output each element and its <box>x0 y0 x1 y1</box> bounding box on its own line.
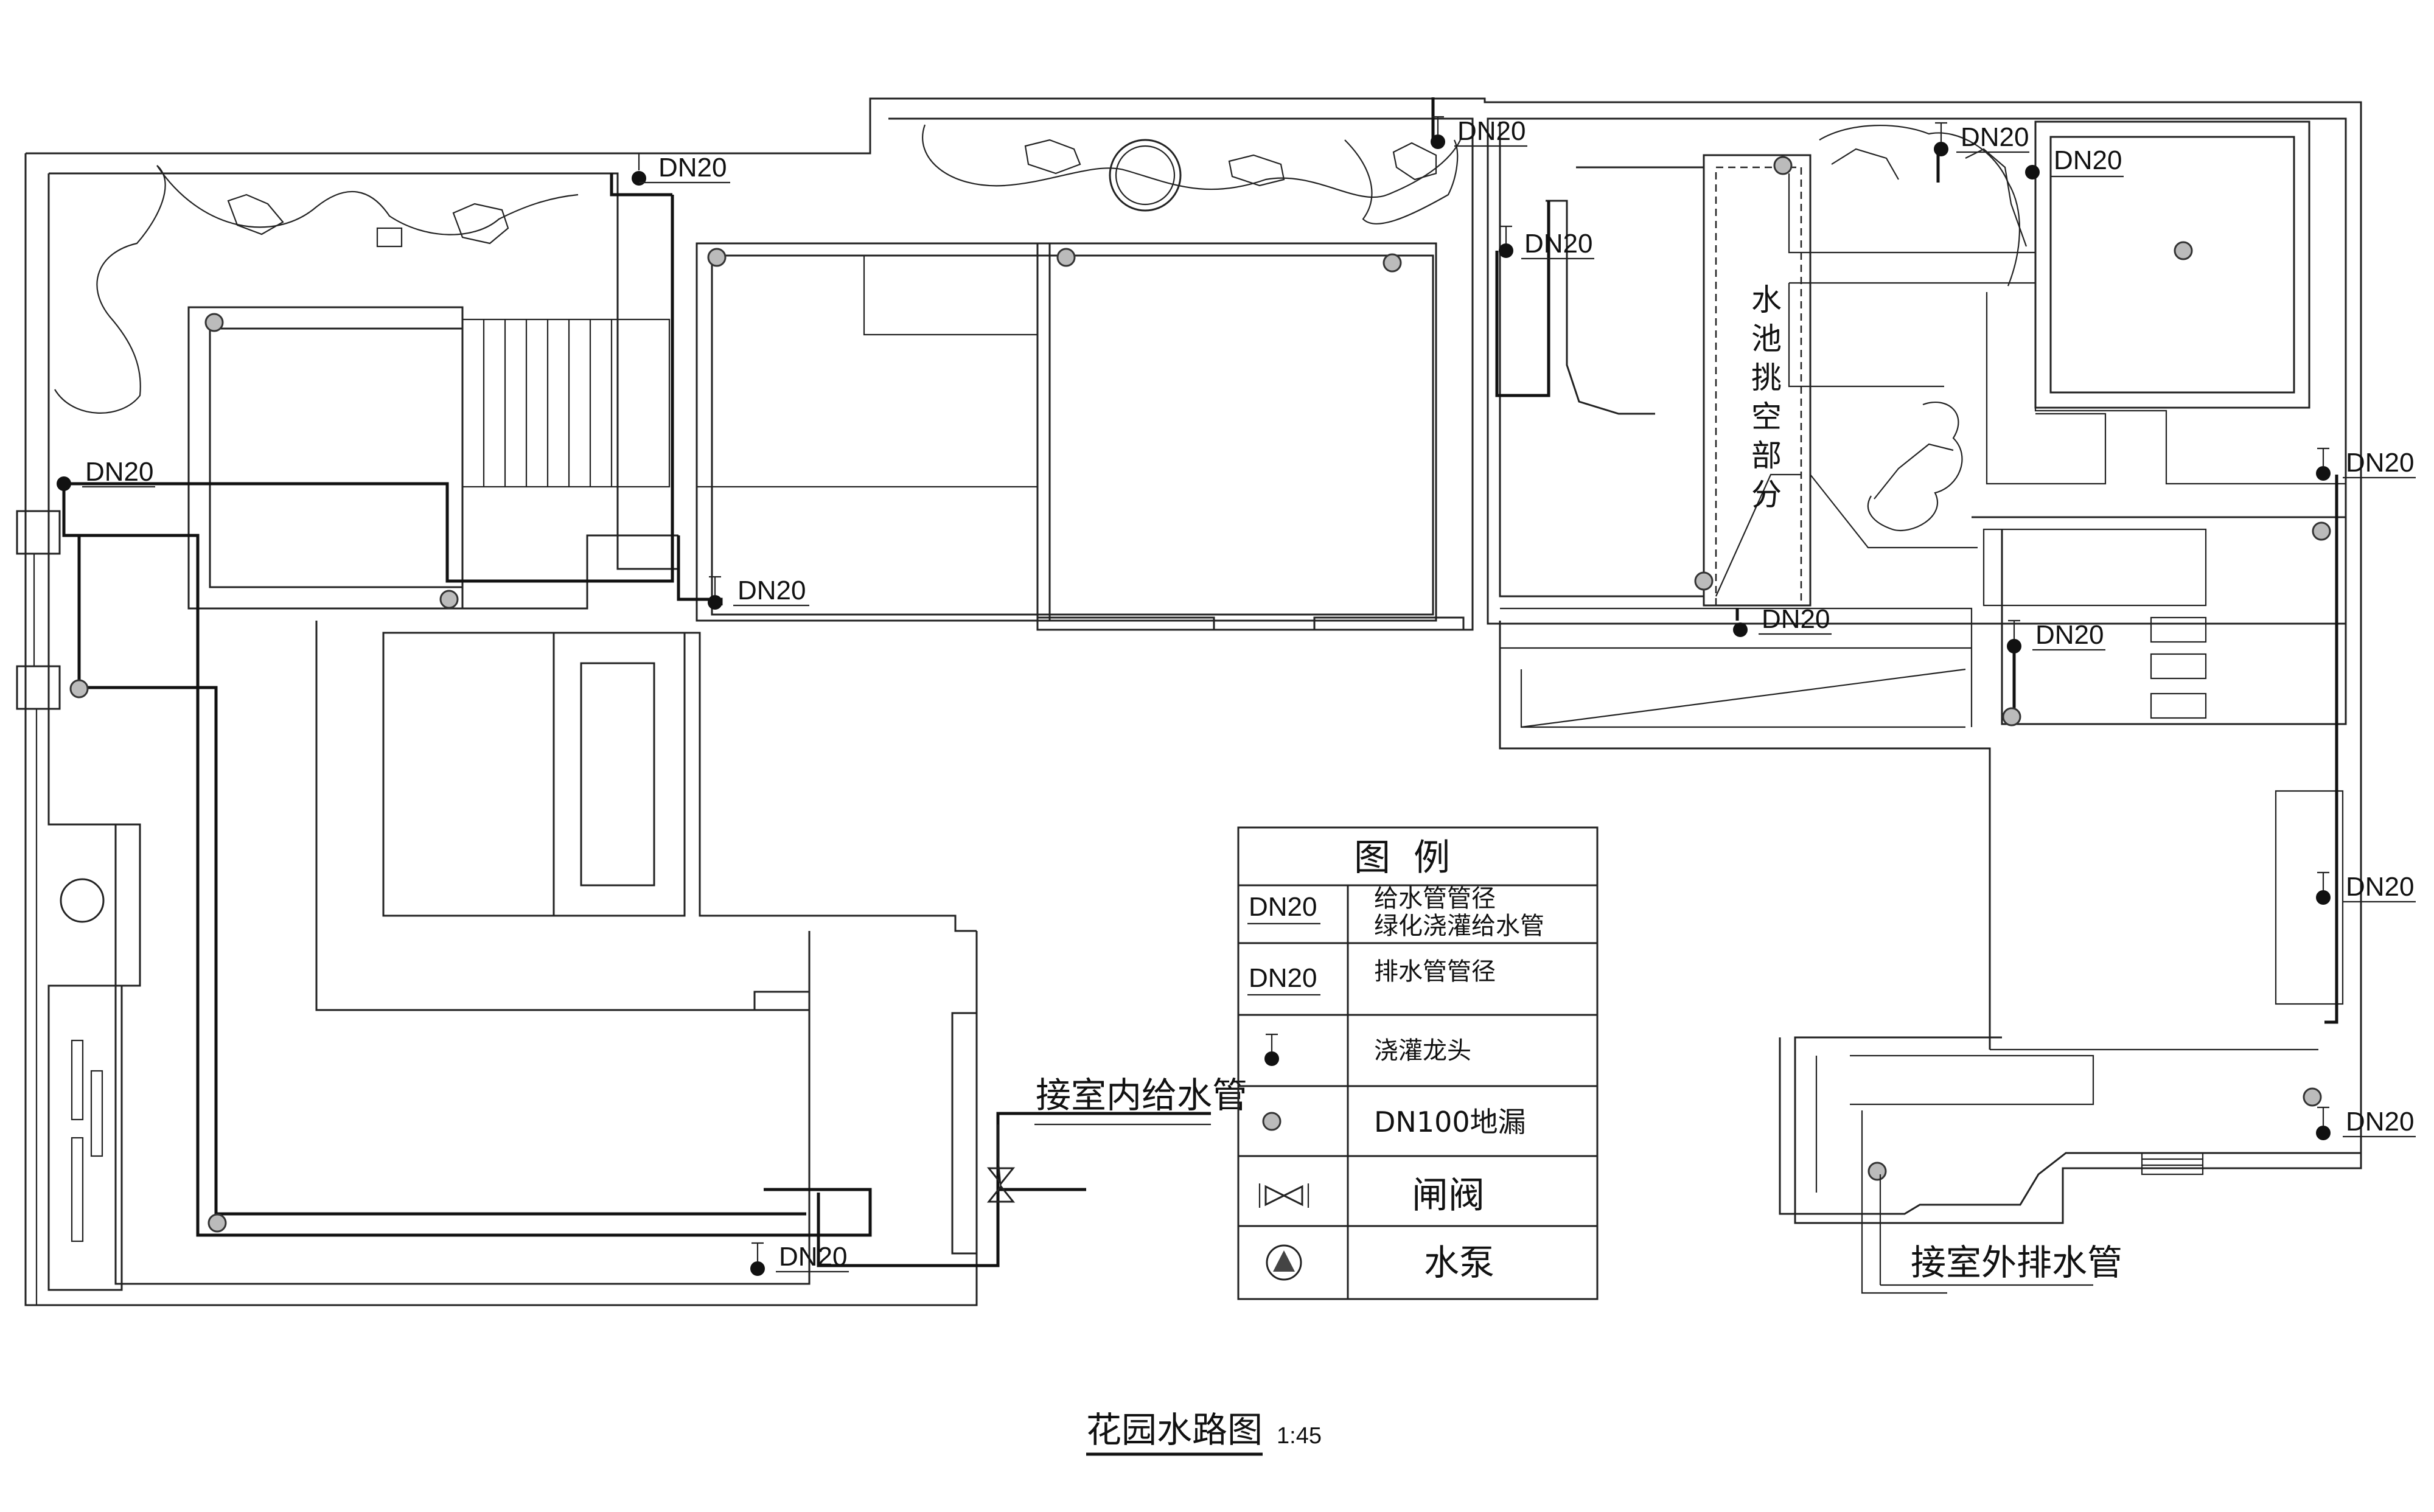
floor-drain-icon <box>707 248 727 267</box>
supply-pipes <box>62 97 2338 1267</box>
floor-drain-icon <box>2312 521 2331 541</box>
legend-symbol-supply: DN20 <box>1249 892 1317 922</box>
faucet-tag: DN20 <box>2007 619 2105 653</box>
legend-row-supply: DN20 给水管管径 绿化浇灌给水管 <box>1247 885 1544 940</box>
faucet-tag-label: DN20 <box>2346 1107 2415 1137</box>
faucet-icon <box>1264 1033 1279 1066</box>
gate-valve-icon <box>1258 1183 1309 1208</box>
legend-row-drain: DN20 排水管管径 <box>1247 958 1496 996</box>
legend-row-water-pump: 水泵 <box>1266 1242 1494 1283</box>
faucet-tag-label: DN20 <box>1524 229 1593 259</box>
pool-overhang-text: 水池挑空部分 <box>1751 282 1782 512</box>
legend-text-drain: 排水管管径 <box>1374 958 1496 986</box>
faucet-tag: DN20 <box>57 457 155 491</box>
faucet-tag-label: DN20 <box>1762 604 1830 634</box>
legend-text-floor-drain: DN100地漏 <box>1374 1106 1526 1138</box>
faucet-tag: DN20 <box>1431 116 1527 149</box>
faucet-tag-label: DN20 <box>1457 116 1526 146</box>
floor-drain-icon <box>207 1213 227 1233</box>
legend-text-water-pump: 水泵 <box>1424 1242 1494 1283</box>
faucet-tag-label: DN20 <box>1961 122 2029 152</box>
faucet-tag: DN20 <box>2316 1106 2416 1140</box>
faucet-tag-label: DN20 <box>85 457 154 487</box>
floor-drain-icon <box>2002 707 2021 726</box>
faucet-tag-label: DN20 <box>779 1242 848 1272</box>
outdoor-drain-callout: 接室外排水管 <box>1879 1174 2122 1286</box>
interior-walls <box>187 242 1465 1255</box>
floor-drains <box>69 156 2331 1233</box>
legend-text-irrigation: 绿化浇灌给水管 <box>1374 912 1544 940</box>
faucet-tag-label: DN20 <box>658 153 727 183</box>
legend-row-gate-valve: 闸阀 <box>1258 1174 1485 1217</box>
floor-drain-icon <box>439 590 459 609</box>
gate-valve-icon <box>986 1167 1016 1203</box>
faucet-tag: DN20 <box>708 576 809 610</box>
legend-row-faucet: 浇灌龙头 <box>1264 1033 1471 1066</box>
drawing-scale: 1:45 <box>1277 1423 1322 1449</box>
legend-text-gate-valve: 闸阀 <box>1412 1174 1485 1217</box>
faucet-tags: DN20 DN20 DN20 DN20 DN20 <box>57 116 2416 1276</box>
legend-symbol-drain: DN20 <box>1249 963 1317 993</box>
faucet-tag-label: DN20 <box>2035 620 2104 650</box>
faucet-tag-label: DN20 <box>2054 145 2122 175</box>
legend-title: 图 例 <box>1354 837 1450 879</box>
landscape-planting <box>54 124 2028 531</box>
legend-table: 图 例 DN20 给水管管径 绿化浇灌给水管 DN20 排水管管径 浇灌龙头 D… <box>1237 826 1599 1300</box>
floor-drain-icon <box>1694 571 1714 591</box>
floor-drain-icon <box>69 679 89 699</box>
faucet-tag: DN20 <box>1499 225 1594 260</box>
faucet-tag-label: DN20 <box>2346 448 2415 478</box>
faucet-tag: DN20 <box>1934 122 2029 156</box>
outer-boundary <box>24 97 2362 1306</box>
faucet-tag: DN20 <box>2316 447 2416 481</box>
faucet-tag: DN20 <box>2025 145 2124 179</box>
outdoor-drain-label: 接室外排水管 <box>1911 1242 2122 1283</box>
right-rooms <box>1499 120 2361 1294</box>
faucet-tag-label: DN20 <box>2346 872 2415 902</box>
faucet-tag-label: DN20 <box>738 576 806 605</box>
drawing-title: 花园水路图 <box>1086 1409 1263 1451</box>
legend-text-faucet: 浇灌龙头 <box>1374 1037 1471 1065</box>
left-pillar <box>16 510 61 1305</box>
floor-drain-icon <box>204 313 224 332</box>
floor-drain-icon <box>1056 248 1076 267</box>
floor-drain-icon <box>1383 253 1402 273</box>
left-feature-block <box>47 823 141 1291</box>
faucet-tag: DN20 <box>632 152 730 186</box>
floor-drain-icon <box>1262 1112 1282 1131</box>
indoor-supply-callout: 接室内给水管 <box>986 1075 1247 1203</box>
faucet-tag: DN20 <box>1733 604 1832 637</box>
faucet-tag: DN20 <box>750 1242 849 1276</box>
title-block: 花园水路图 1:45 <box>1086 1409 1322 1456</box>
floor-drain-icon <box>1773 156 1793 175</box>
legend-row-floor-drain: DN100地漏 <box>1262 1106 1526 1138</box>
faucet-tag: DN20 <box>2316 871 2416 905</box>
floor-drain-icon <box>1867 1162 1887 1181</box>
water-pump-icon <box>1266 1244 1302 1281</box>
floor-drain-icon <box>2303 1087 2322 1107</box>
indoor-supply-label: 接室内给水管 <box>1036 1075 1247 1116</box>
pool-overhang-label: 水池挑空部分 <box>1751 282 1782 512</box>
floor-drain-icon <box>2174 241 2193 260</box>
legend-text-supply: 给水管管径 <box>1374 885 1496 913</box>
